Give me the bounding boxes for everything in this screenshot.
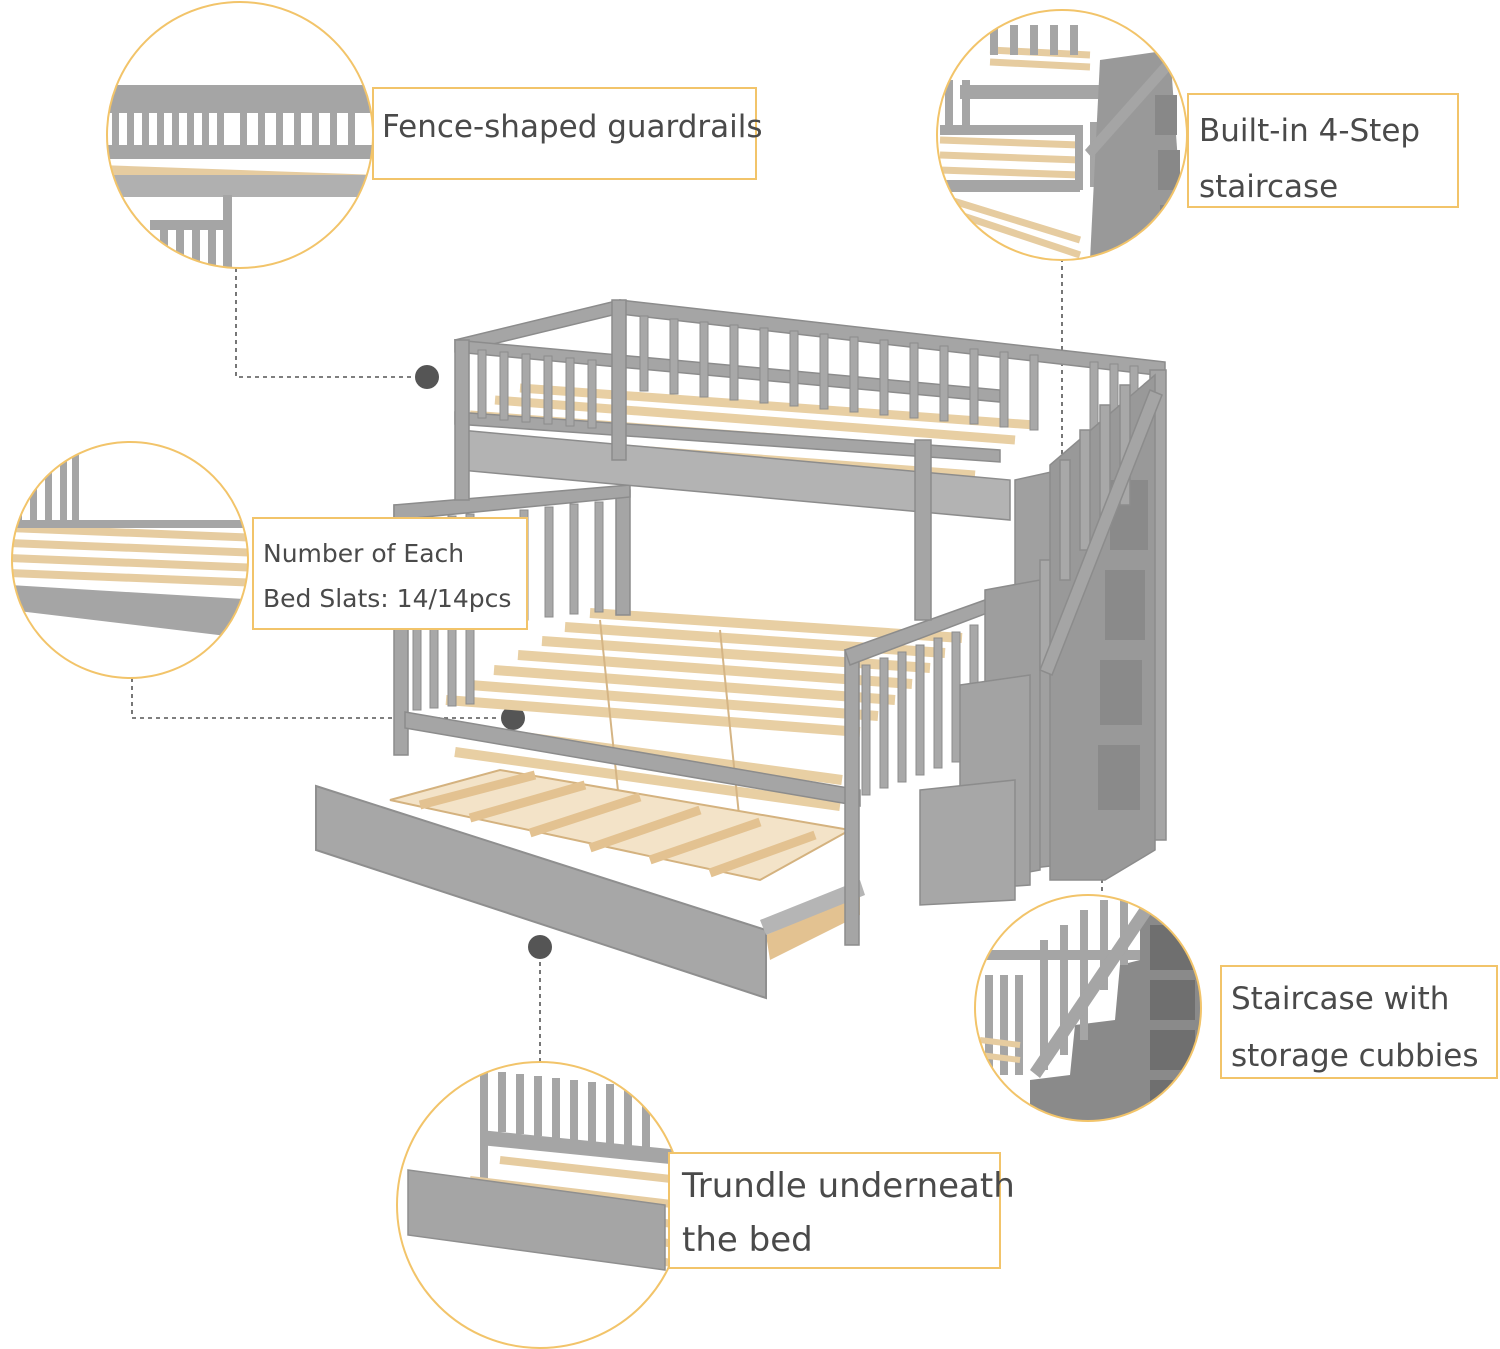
callout-text-line: Staircase with	[1231, 981, 1450, 1017]
callout-staircase: Built-in 4-Step staircase	[1187, 93, 1459, 208]
callout-slats: Number of Each Bed Slats: 14/14pcs	[252, 517, 528, 630]
callout-cubbies: Staircase with storage cubbies	[1220, 965, 1498, 1079]
trundle-drawer	[315, 768, 865, 1000]
callout-text-line: staircase	[1199, 169, 1339, 205]
callout-trundle: Trundle underneath the bed	[668, 1152, 1015, 1269]
detail-circle-cubbies	[974, 894, 1202, 1122]
callout-text-line: the bed	[682, 1220, 813, 1260]
callout-text-line: Number of Each	[263, 539, 465, 568]
detail-circle-slats	[11, 441, 249, 679]
callout-guardrails: Fence-shaped guardrails	[372, 87, 763, 180]
detail-circle-staircase	[936, 9, 1188, 261]
callout-text-line: Fence-shaped guardrails	[382, 109, 763, 145]
callout-text-line: Trundle underneath	[682, 1166, 1015, 1206]
lower-frame	[393, 484, 991, 946]
detail-circle-guardrails	[106, 1, 374, 269]
callout-text-line: storage cubbies	[1231, 1038, 1479, 1074]
detail-circle-trundle	[396, 1061, 684, 1349]
callout-text-line: Built-in 4-Step	[1199, 113, 1421, 149]
bunk-bed-drawing	[315, 299, 1167, 1000]
callout-text-line: Bed Slats: 14/14pcs	[263, 584, 512, 613]
upper-guardrail-spindles	[477, 315, 1139, 457]
staircase-drawing	[919, 373, 1163, 906]
